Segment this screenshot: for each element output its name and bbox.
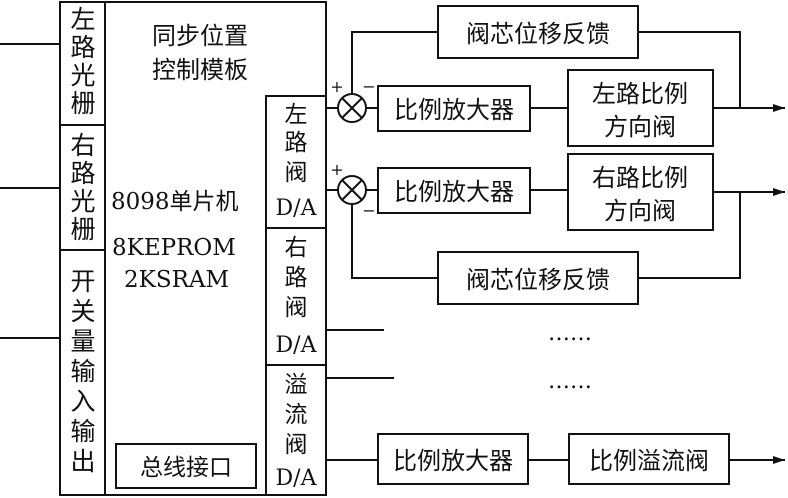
ch2-plus-sign: + [330, 160, 343, 179]
svg-text:右: 右 [285, 235, 308, 261]
ch1-amplifier-box [377, 85, 531, 132]
ch3-amplifier-label: 比例放大器 [393, 447, 513, 475]
svg-text:溢: 溢 [285, 372, 308, 398]
left-valve-box [567, 69, 714, 147]
svg-text:阀: 阀 [285, 295, 308, 321]
svg-text:开: 开 [70, 267, 95, 296]
svg-text:栅: 栅 [70, 215, 95, 244]
svg-text:栅: 栅 [70, 89, 95, 118]
right-valve-line2: 方向阀 [604, 197, 676, 225]
da-column [265, 95, 327, 496]
svg-text:D/A: D/A [276, 333, 318, 358]
ch2-amplifier-box [377, 167, 531, 214]
ch2-feedback-line-left [351, 204, 438, 279]
svg-text:量: 量 [70, 327, 95, 356]
ch1-minus-sign: − [362, 77, 375, 96]
ch1-feedback-line-right [638, 31, 741, 108]
ch2-amplifier-label: 比例放大器 [394, 178, 514, 206]
ellipsis-1: …… [548, 321, 592, 346]
ellipsis-2: …… [548, 369, 592, 394]
svg-text:路: 路 [285, 265, 308, 291]
ch2-minus-sign: − [362, 201, 375, 220]
feedback-bottom-box [437, 251, 639, 305]
right-valve-da-label: 右 路 阀 D/A [276, 235, 318, 358]
svg-text:出: 出 [70, 447, 95, 476]
svg-text:D/A: D/A [276, 196, 318, 221]
svg-text:左: 左 [285, 102, 308, 128]
left-valve-line1: 左路比例 [592, 80, 688, 108]
feedback-bottom-label: 阀芯位移反馈 [466, 266, 610, 294]
overflow-valve-box [568, 433, 730, 485]
mcu-line1: 8098单片机 [111, 189, 239, 215]
svg-text:路: 路 [70, 159, 95, 188]
sync-module-line1: 同步位置 [152, 22, 248, 50]
ch3-amplifier-box [377, 433, 529, 485]
right-valve-box [567, 153, 714, 231]
right-grating-label: 右 路 光 栅 [70, 131, 95, 244]
svg-text:D/A: D/A [276, 466, 318, 491]
svg-text:输: 输 [70, 417, 95, 446]
right-valve-line1: 右路比例 [592, 164, 688, 192]
left-valve-line2: 方向阀 [604, 113, 676, 141]
left-valve-da-label: 左 路 阀 D/A [276, 102, 318, 221]
svg-text:输: 输 [70, 357, 95, 386]
ch1-plus-sign: + [330, 77, 343, 96]
switch-io-label: 开 关 量 输 入 输 出 [70, 267, 95, 476]
svg-text:左: 左 [70, 5, 95, 34]
overflow-valve-da-label: 溢 流 阀 D/A [276, 372, 318, 491]
svg-text:阀: 阀 [285, 432, 308, 458]
left-grating-label: 左 路 光 栅 [70, 5, 95, 118]
svg-text:关: 关 [70, 297, 95, 326]
sync-module-line2: 控制模板 [152, 56, 248, 84]
bus-interface-label: 总线接口 [140, 455, 232, 481]
svg-text:右: 右 [70, 131, 95, 160]
svg-text:路: 路 [70, 33, 95, 62]
svg-text:光: 光 [70, 187, 95, 216]
overflow-valve-label: 比例溢流阀 [589, 447, 709, 475]
svg-text:流: 流 [285, 402, 308, 428]
feedback-top-label: 阀芯位移反馈 [466, 20, 610, 48]
bus-interface-box [115, 443, 257, 489]
ch2-feedback-line-right [638, 192, 741, 279]
svg-text:入: 入 [70, 387, 95, 416]
mcu-line3: 2KSRAM [124, 267, 229, 293]
svg-text:光: 光 [70, 61, 95, 90]
svg-text:路: 路 [285, 130, 308, 156]
ch1-feedback-line-left [351, 31, 438, 94]
mcu-line2: 8KEPROM [112, 235, 236, 261]
svg-text:阀: 阀 [285, 160, 308, 186]
feedback-top-box [437, 5, 639, 59]
ch1-amplifier-label: 比例放大器 [394, 96, 514, 124]
